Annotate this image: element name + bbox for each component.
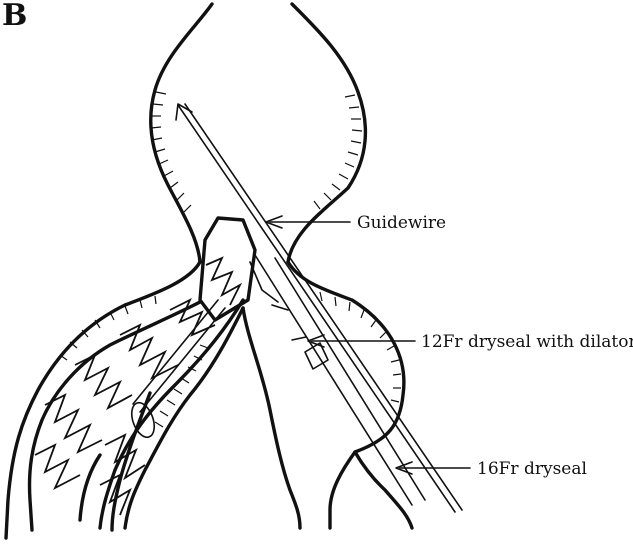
label-guidewire: Guidewire <box>357 213 446 233</box>
right-iliac-outer-wall <box>286 260 406 530</box>
guidewire <box>175 103 463 513</box>
label-12fr-dryseal: 12Fr dryseal with dilator <box>421 332 633 352</box>
aneurysm-left-wall <box>149 2 214 264</box>
left-iliac-inner-wall <box>123 306 245 530</box>
right-iliac-inner-wall <box>241 306 302 530</box>
stent-graft <box>27 216 257 532</box>
sheath-12fr-with-dilator <box>249 254 426 506</box>
left-iliac-outer-wall <box>4 260 202 540</box>
label-16fr-dryseal: 16Fr dryseal <box>477 459 587 479</box>
aneurysm-right-wall <box>286 2 368 264</box>
label-arrow-12fr <box>307 334 416 348</box>
panel-letter: B <box>2 0 28 33</box>
sheath-16fr-wall <box>353 450 414 530</box>
aneurysm-wall-hatching <box>59 91 402 428</box>
label-arrow-guidewire <box>265 215 351 229</box>
label-arrow-16fr <box>395 461 471 475</box>
